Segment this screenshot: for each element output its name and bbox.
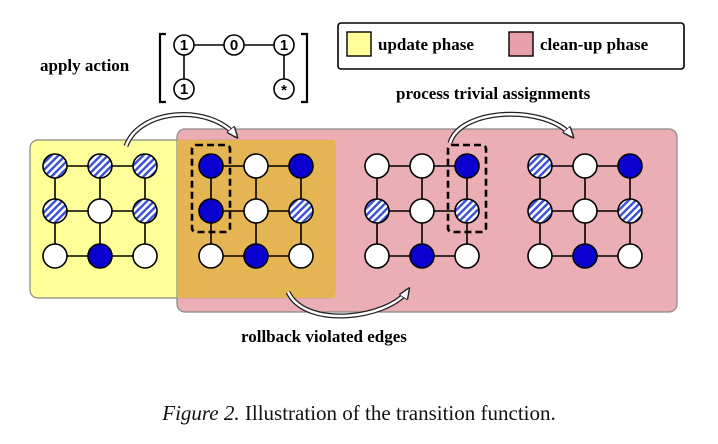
node-filled [572, 243, 598, 269]
action-node [273, 78, 295, 100]
node-hatched [527, 198, 553, 224]
grid-state [42, 153, 158, 269]
action-graph: 1 0 1 1 * [158, 32, 309, 104]
figure-caption: Figure 2. Illustration of the transition… [161, 401, 556, 425]
node-filled [198, 198, 224, 224]
node-empty [364, 243, 390, 269]
node-hatched [42, 198, 68, 224]
caption-text: Illustration of the transition function. [240, 401, 556, 425]
grid-state [364, 143, 488, 269]
grid-state [527, 153, 643, 269]
node-empty [198, 243, 224, 269]
state-grids [42, 143, 643, 269]
legend-cleanup-swatch [508, 31, 534, 57]
node-hatched [132, 153, 158, 179]
node-hatched [617, 198, 643, 224]
node-hatched [364, 198, 390, 224]
node-empty [527, 243, 553, 269]
node-filled [243, 243, 269, 269]
node-filled [454, 153, 480, 179]
node-filled [288, 153, 314, 179]
action-node-value: 1 [180, 37, 188, 54]
node-empty [454, 243, 480, 269]
node-empty [409, 153, 435, 179]
node-filled [617, 153, 643, 179]
action-node [223, 34, 245, 56]
node-hatched [454, 198, 480, 224]
node-hatched [132, 198, 158, 224]
node-hatched [527, 153, 553, 179]
caption-figure-number: Figure 2. [161, 401, 239, 425]
action-node [273, 34, 295, 56]
node-empty [288, 243, 314, 269]
node-empty [42, 243, 68, 269]
legend-update-swatch [346, 31, 372, 57]
node-empty [572, 198, 598, 224]
node-hatched [42, 153, 68, 179]
node-filled [409, 243, 435, 269]
node-filled [198, 153, 224, 179]
legend-update-label: update phase [378, 35, 474, 54]
action-node [173, 34, 195, 56]
node-hatched [87, 153, 113, 179]
node-empty [243, 198, 269, 224]
violated-edge-highlight [190, 143, 232, 234]
apply-action-label: apply action [40, 56, 130, 75]
legend: update phase clean-up phase [337, 22, 685, 70]
violated-edge-highlight [446, 143, 488, 234]
node-empty [409, 198, 435, 224]
node-hatched [288, 198, 314, 224]
action-node-value: * [281, 82, 287, 99]
action-node-value: 1 [180, 81, 188, 98]
left-bracket [158, 32, 166, 104]
node-empty [617, 243, 643, 269]
rollback-label: rollback violated edges [241, 327, 407, 346]
legend-cleanup-label: clean-up phase [540, 35, 649, 54]
node-empty [364, 153, 390, 179]
node-empty [87, 198, 113, 224]
node-empty [243, 153, 269, 179]
action-node-value: 0 [230, 37, 238, 54]
node-filled [87, 243, 113, 269]
node-empty [132, 243, 158, 269]
process-label: process trivial assignments [396, 84, 591, 103]
action-node-value: 1 [280, 37, 288, 54]
action-node [173, 78, 195, 100]
grid-state [190, 143, 314, 269]
node-empty [572, 153, 598, 179]
right-bracket [301, 32, 309, 104]
